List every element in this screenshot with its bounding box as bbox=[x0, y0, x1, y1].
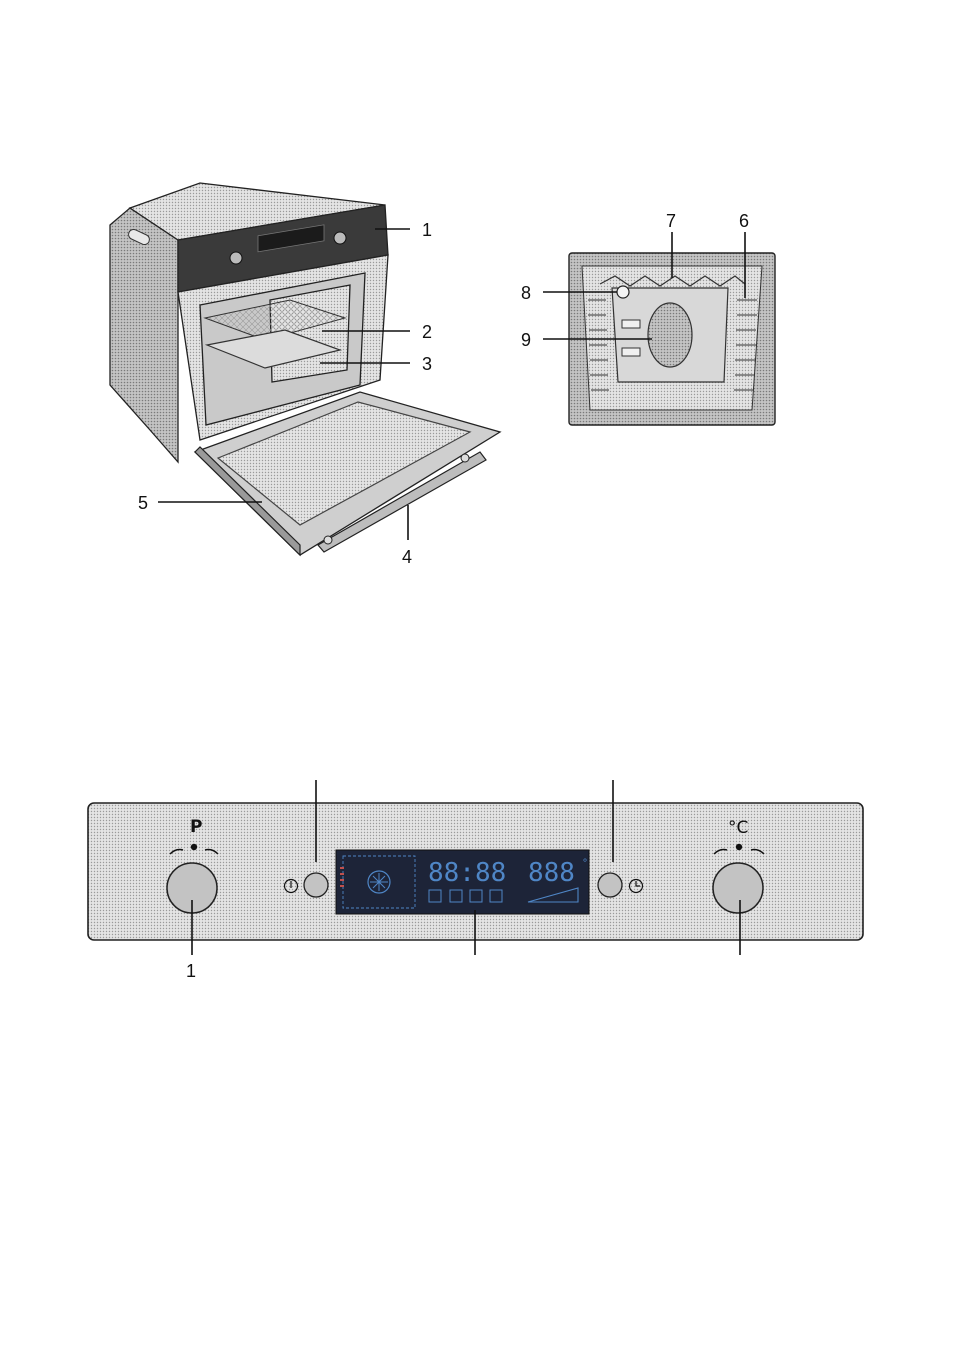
back-vent-slot-bottom bbox=[622, 348, 640, 356]
callout-label-7: 7 bbox=[666, 211, 676, 231]
callout-label-6: 6 bbox=[739, 211, 749, 231]
display-time-digits: 88:88 bbox=[428, 858, 506, 888]
door-handle-mount-left bbox=[324, 536, 332, 544]
door-handle-mount-right bbox=[461, 454, 469, 462]
onoff-button[interactable] bbox=[304, 873, 328, 897]
oven-lamp bbox=[617, 286, 629, 298]
temperature-knob-indicator-dot bbox=[736, 844, 742, 850]
back-vent-slot-top bbox=[622, 320, 640, 328]
callout-label-8: 8 bbox=[521, 283, 531, 303]
callout-label-panel-1: 1 bbox=[186, 961, 196, 981]
temperature-knob[interactable] bbox=[713, 863, 763, 913]
oven-mini-knob-left bbox=[230, 252, 242, 264]
display-temp-digits: 888 bbox=[528, 858, 575, 888]
temperature-knob-symbol: °C bbox=[728, 818, 748, 838]
control-panel-illustration: P 1 88:88 888 ° bbox=[88, 780, 863, 981]
callout-label-1: 1 bbox=[422, 220, 432, 240]
oven-illustration bbox=[110, 183, 500, 555]
callout-label-5: 5 bbox=[138, 493, 148, 513]
program-knob-symbol: P bbox=[190, 817, 202, 837]
program-knob-indicator-dot bbox=[191, 844, 197, 850]
oven-mini-knob-right bbox=[334, 232, 346, 244]
display-temp-unit: ° bbox=[582, 858, 588, 869]
clock-button[interactable] bbox=[598, 873, 622, 897]
callout-label-4: 4 bbox=[402, 547, 412, 567]
callout-label-3: 3 bbox=[422, 354, 432, 374]
callout-label-2: 2 bbox=[422, 322, 432, 342]
callout-label-9: 9 bbox=[521, 330, 531, 350]
oven-side-panel bbox=[110, 208, 178, 462]
fan-cover bbox=[648, 303, 692, 367]
